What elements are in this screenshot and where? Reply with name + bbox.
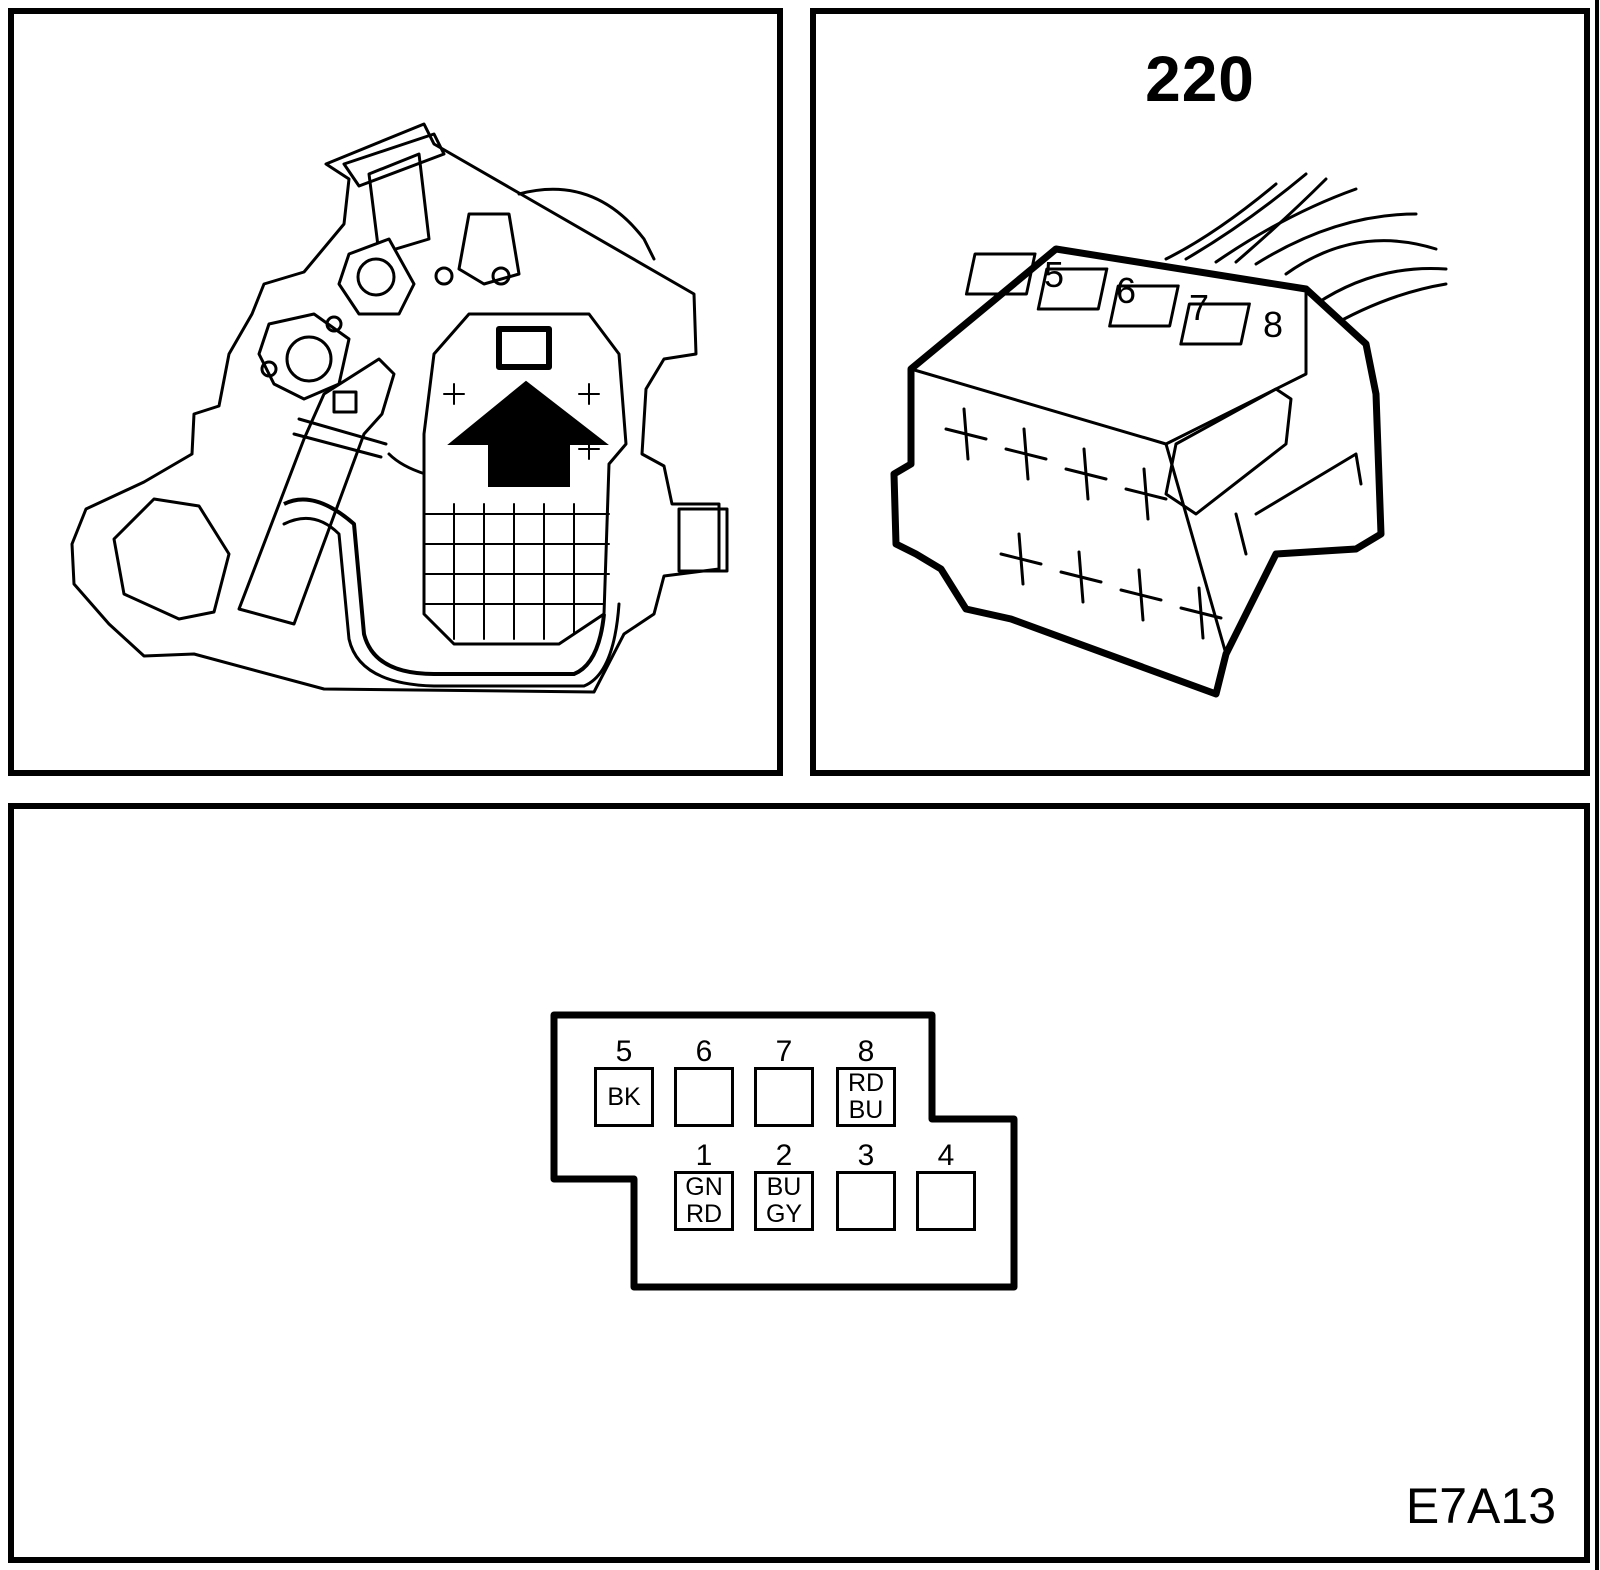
connector-icon: 5 6 7 8 bbox=[890, 172, 1448, 698]
pin-cavity-3 bbox=[836, 1171, 896, 1231]
pin-number-2: 2 bbox=[775, 1139, 793, 1172]
cavity-digit-7: 7 bbox=[1189, 287, 1209, 328]
cavity-digit-8: 8 bbox=[1263, 304, 1283, 345]
wire-color-1-2: RD bbox=[685, 1200, 723, 1228]
cavity-digit-5: 5 bbox=[1044, 254, 1064, 295]
motor-left bbox=[337, 237, 416, 316]
pin-cavity-6 bbox=[674, 1067, 734, 1127]
screw-2 bbox=[491, 266, 511, 286]
screw-4 bbox=[325, 315, 343, 333]
connector-panel: 220 5 6 7 8 bbox=[810, 8, 1590, 776]
upper-cover bbox=[367, 152, 431, 256]
pin-cavity-5: BK bbox=[594, 1067, 654, 1127]
top-bracket bbox=[342, 132, 446, 188]
left-box bbox=[112, 497, 231, 621]
wire-color-2-1: BU bbox=[766, 1173, 802, 1201]
wire-color-8-2: BU bbox=[848, 1096, 884, 1124]
pin-number-8: 8 bbox=[857, 1035, 875, 1068]
pin-number-1: 1 bbox=[695, 1139, 713, 1172]
filter-marker-square bbox=[496, 326, 552, 370]
pipe-2 bbox=[282, 516, 621, 688]
terminal-crosses bbox=[944, 407, 1223, 640]
latch bbox=[1164, 387, 1293, 516]
wire-color-1-1: GN bbox=[685, 1173, 723, 1201]
pin-number-7: 7 bbox=[775, 1035, 793, 1068]
connector-number: 220 bbox=[1145, 43, 1255, 115]
housing-front-edge bbox=[1164, 442, 1228, 656]
sensor-hub bbox=[285, 335, 333, 383]
wire-color-2-2: GY bbox=[765, 1200, 803, 1228]
side-module bbox=[677, 507, 729, 573]
pinout-housing-outline bbox=[550, 1011, 1018, 1291]
location-panel bbox=[8, 8, 783, 776]
tube-clamp bbox=[292, 417, 388, 459]
actuator-upper bbox=[457, 212, 521, 286]
location-drawing bbox=[70, 122, 729, 694]
pipe-1 bbox=[283, 497, 606, 676]
wire-color-8-1: RD bbox=[847, 1069, 885, 1097]
pin-number-3: 3 bbox=[857, 1139, 875, 1172]
housing-outline bbox=[70, 122, 721, 694]
latch-rail bbox=[1234, 452, 1363, 556]
cavity-digit-6: 6 bbox=[1116, 270, 1136, 311]
motor-hub bbox=[356, 257, 396, 297]
cavity-labels: 5 6 7 8 bbox=[964, 252, 1283, 346]
round-shell bbox=[517, 187, 656, 261]
location-arrow-icon bbox=[447, 380, 609, 487]
page-edge-line bbox=[1595, 0, 1599, 1570]
pin-cavity-4 bbox=[916, 1171, 976, 1231]
pin-cavity-7 bbox=[754, 1067, 814, 1127]
filter-grid bbox=[423, 383, 610, 640]
sensor-body bbox=[257, 312, 351, 401]
connector-housing bbox=[890, 245, 1385, 698]
pin-number-4: 4 bbox=[937, 1139, 955, 1172]
figure-code: E7A13 bbox=[1405, 1478, 1556, 1534]
housing-top-edge bbox=[909, 287, 1308, 446]
pin-number-5: 5 bbox=[615, 1035, 633, 1068]
screw-3 bbox=[260, 360, 278, 378]
wire-color-5-1: BK bbox=[607, 1082, 641, 1111]
screw-1 bbox=[434, 266, 454, 286]
tube bbox=[237, 357, 396, 626]
pin-number-6: 6 bbox=[695, 1035, 713, 1068]
tube-cap bbox=[332, 390, 358, 414]
